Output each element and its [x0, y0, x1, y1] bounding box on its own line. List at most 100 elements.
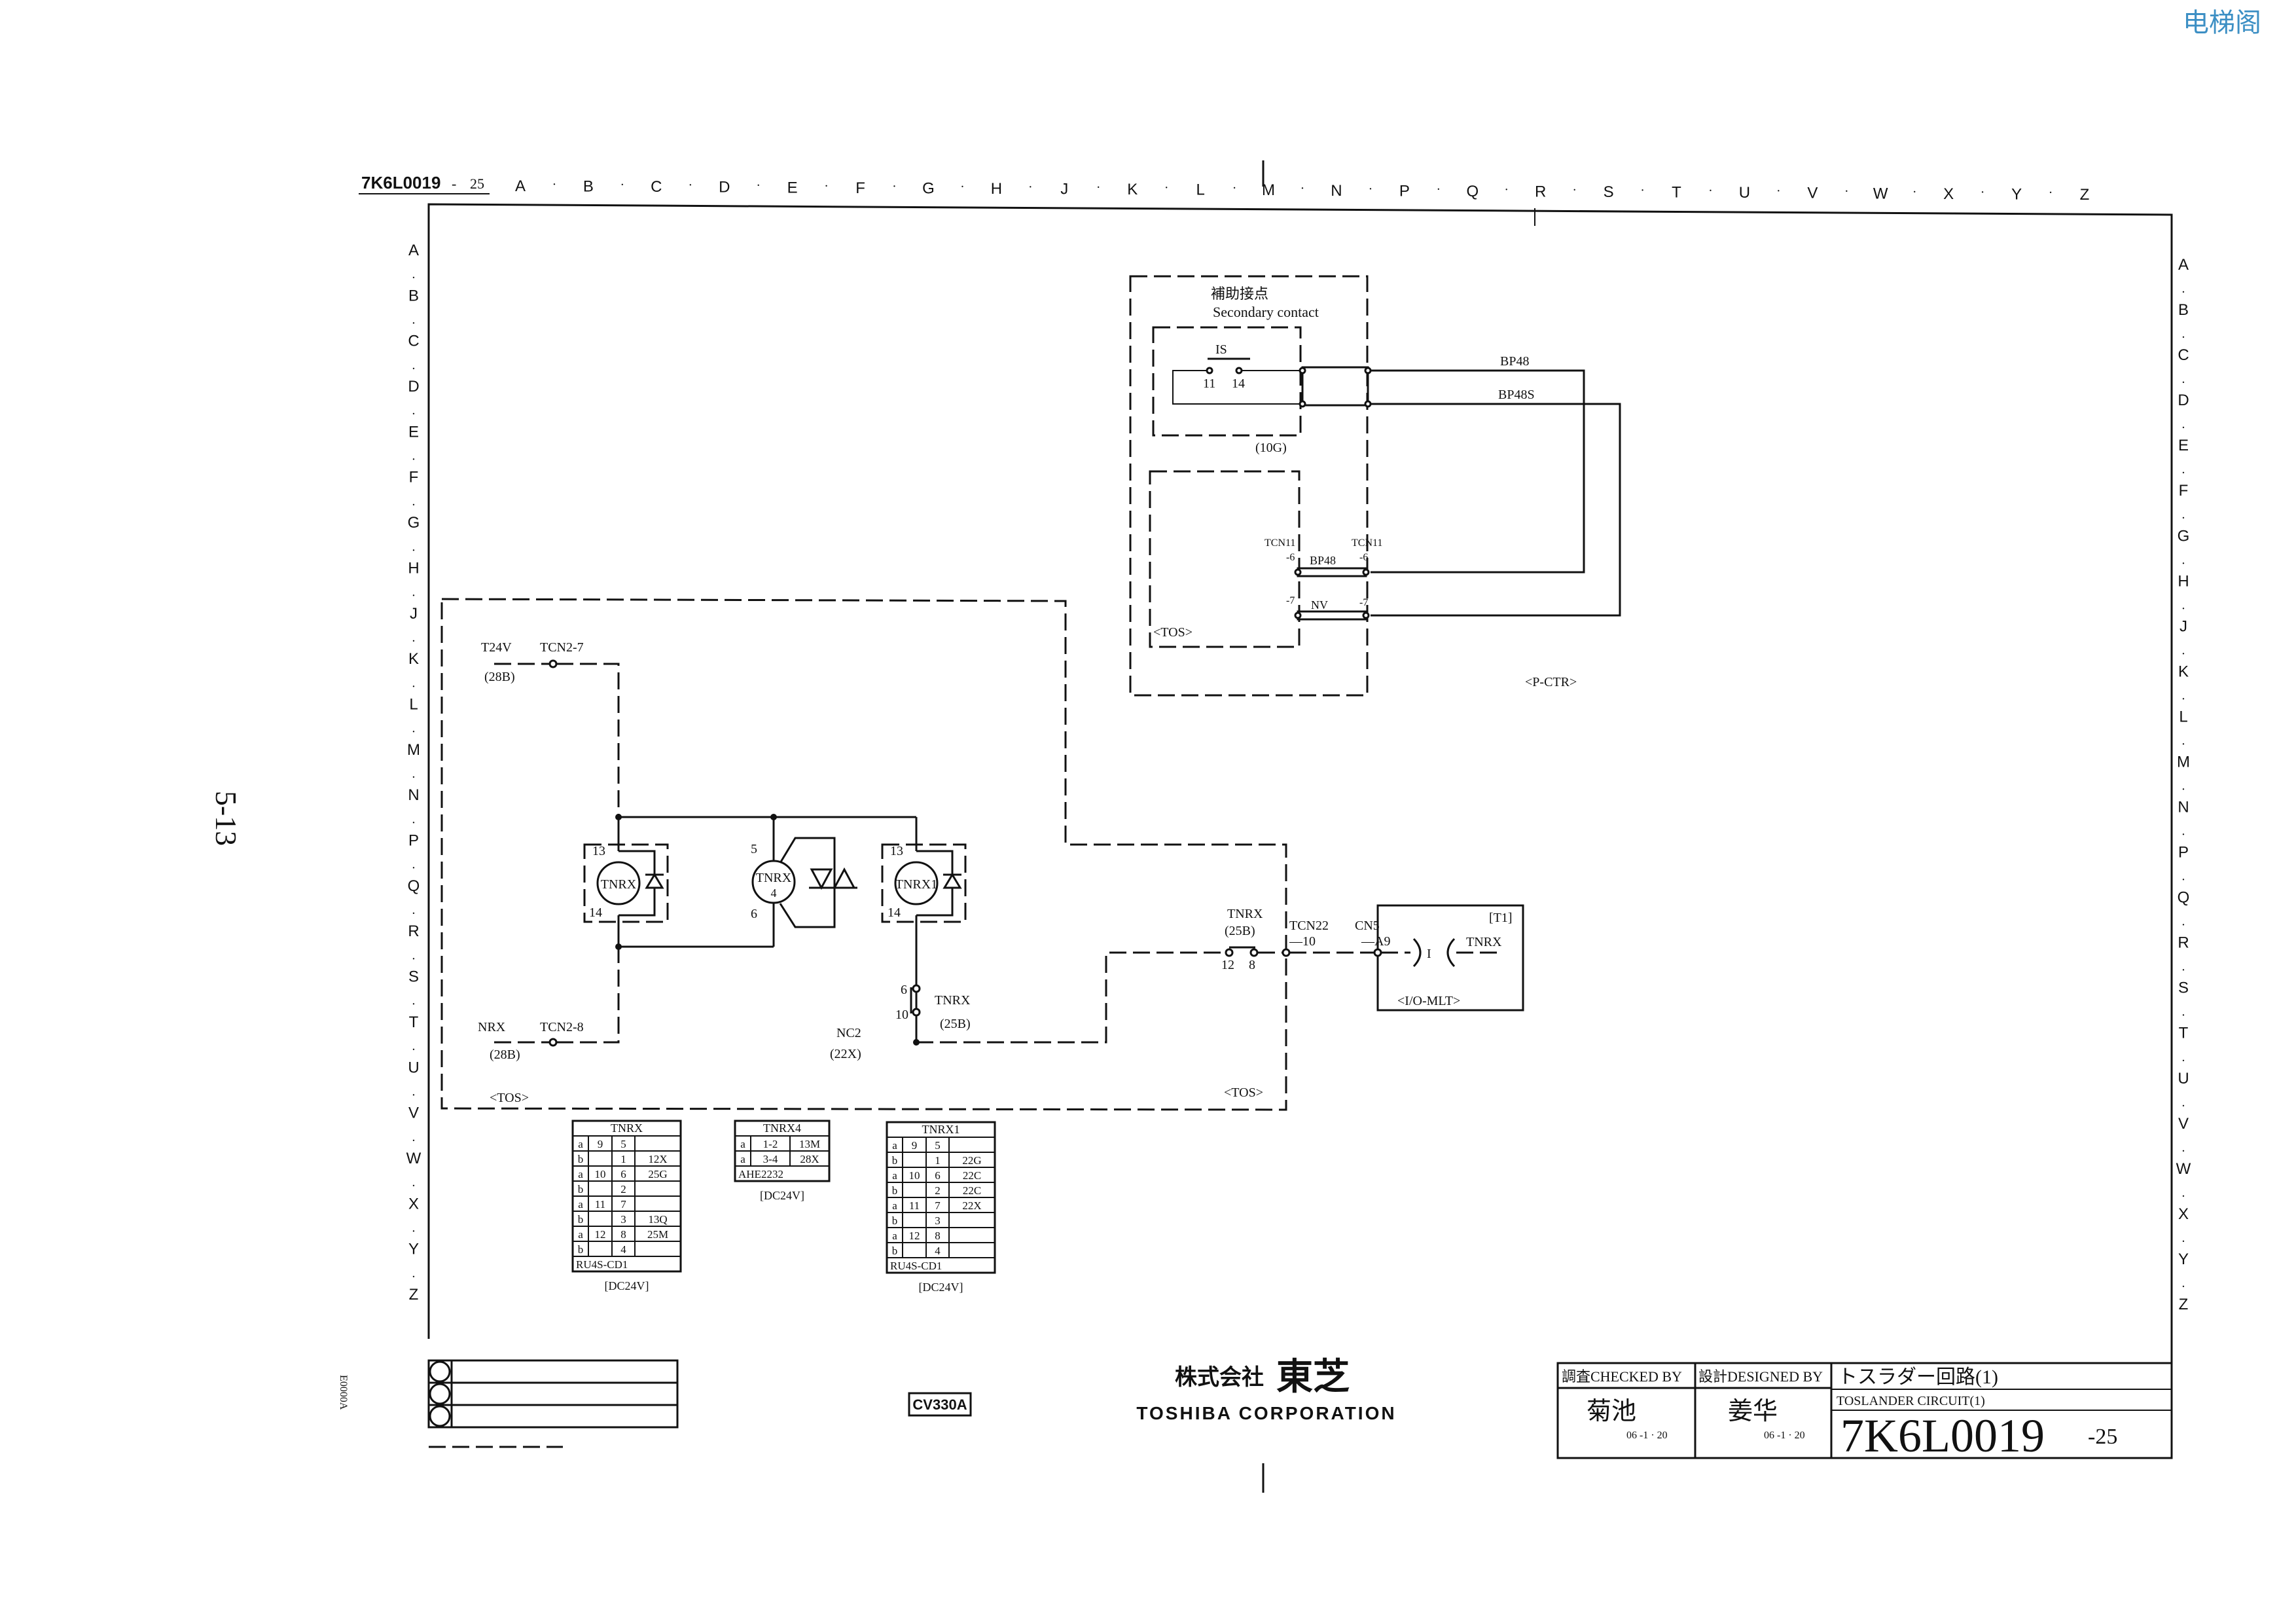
relay3-pin-bottom: 14: [888, 905, 901, 920]
table-cell: 3-4: [763, 1153, 778, 1165]
row-separator: ·: [412, 1224, 416, 1239]
tnrx-pin-8-label: 8: [1249, 958, 1255, 972]
row-letter: N: [408, 786, 419, 804]
column-separator: ·: [960, 179, 965, 194]
row-separator: ·: [2181, 1189, 2186, 1203]
column-letter: K: [1127, 181, 1138, 198]
table-cell: 8: [620, 1228, 626, 1241]
tos-left-tag: <TOS>: [490, 1091, 529, 1105]
column-letter: F: [855, 179, 865, 197]
table-cell: 1: [935, 1154, 941, 1167]
column-separator: ·: [688, 178, 692, 192]
table-cell: 3: [935, 1214, 941, 1227]
column-letter: A: [515, 177, 526, 195]
row-separator: ·: [412, 498, 416, 512]
contact-pin-10-label: 10: [895, 1008, 908, 1022]
row-separator: ·: [2181, 376, 2186, 390]
checked-by-name: 菊池: [1587, 1398, 1636, 1425]
column-letter: S: [1604, 183, 1614, 201]
table-cell: a: [892, 1230, 897, 1242]
contact-pin-6: [912, 984, 921, 993]
drawing-frame: [427, 203, 2173, 1368]
table-cell: 22X: [962, 1199, 981, 1212]
switch-pin-a-label: 11: [1203, 376, 1215, 391]
row-letter: P: [2178, 844, 2189, 862]
table-cell: 9: [598, 1138, 603, 1150]
t24v-drop: [556, 663, 620, 817]
row-separator: ·: [412, 680, 416, 694]
table-voltage: [DC24V]: [605, 1279, 649, 1292]
row-letter: Z: [2179, 1296, 2189, 1313]
table-cell: 7: [620, 1198, 626, 1211]
table-cell: 25G: [648, 1168, 667, 1180]
row-letter: W: [2176, 1160, 2191, 1178]
row-letter: G: [2178, 527, 2190, 545]
table-cell: b: [578, 1213, 584, 1226]
tcn11-left: TCN11: [1265, 538, 1295, 549]
row-letter: N: [2178, 799, 2189, 816]
designed-by-date: 06 -1 · 20: [1764, 1430, 1805, 1441]
title-block: 調査CHECKED BY 菊池 06 -1 · 20 設計DESIGNED BY…: [1556, 1362, 2173, 1462]
relay3-diode-icon: [942, 873, 962, 889]
company-name-en: TOSHIBA CORPORATION: [1136, 1403, 1396, 1423]
pctr-tag: <P-CTR>: [1525, 675, 1577, 689]
table-cell: 25M: [647, 1228, 668, 1241]
secondary-contact-block: 補助接点 Secondary contact IS 11 14 (10G) BP…: [1129, 275, 1621, 697]
wire-bp48s-label: BP48S: [1498, 388, 1535, 402]
cn5-pin-label: —A9: [1361, 934, 1390, 949]
relay2-pin-bottom: 6: [751, 907, 757, 921]
row-separator: ·: [412, 271, 416, 285]
wire-bp48-label: BP48: [1500, 354, 1529, 369]
optocoupler-i: I: [1427, 947, 1431, 961]
column-letter: T: [1672, 184, 1681, 202]
table-model: RU4S-CD1: [890, 1260, 942, 1272]
table-cell: b: [892, 1184, 898, 1197]
company-prefix: 株式会社: [1175, 1365, 1264, 1390]
contact-ref: (25B): [940, 1017, 971, 1031]
relay1-diode-icon: [645, 873, 664, 889]
row-letter: Y: [2178, 1250, 2189, 1268]
revision-box: [427, 1359, 679, 1429]
column-separator: ·: [552, 177, 557, 192]
row-separator: ·: [412, 407, 416, 422]
tnrx-pin-12-label: 12: [1221, 958, 1234, 972]
column-letter: Y: [2011, 185, 2022, 203]
table-cell: a: [740, 1153, 745, 1165]
column-letter: W: [1873, 185, 1888, 202]
contact-pin-10: [912, 1008, 921, 1017]
column-letter: E: [787, 179, 798, 196]
row-separator: ·: [2181, 737, 2186, 752]
table-cell: 5: [935, 1139, 941, 1152]
switch-pin-14: [1235, 367, 1243, 374]
t1-label: [T1]: [1489, 911, 1513, 925]
tcn11-right: TCN11: [1352, 538, 1382, 549]
column-letter: C: [651, 178, 662, 196]
row-separator: ·: [2181, 1008, 2186, 1023]
tcn11-pin6-left: -6: [1286, 552, 1295, 563]
table-voltage: [DC24V]: [760, 1189, 804, 1202]
row-separator: ·: [412, 316, 416, 331]
revision-mark-2: [429, 1383, 451, 1405]
row-letter: X: [408, 1195, 419, 1213]
row-separator: ·: [412, 861, 416, 875]
row-separator: ·: [2181, 421, 2186, 435]
table-cell: 4: [620, 1243, 626, 1256]
revision-mark-3: [429, 1405, 451, 1427]
relay3-pin-top: 13: [890, 844, 903, 858]
relay2-sub: 4: [771, 886, 777, 900]
cn5-pin: [1373, 948, 1382, 957]
tos-circuit: T24V TCN2-7 (28B) TNRX 13 14 TNRX 4 5 6: [440, 598, 1374, 1111]
nc2-ref: (22X): [830, 1047, 861, 1061]
row-separator: ·: [2181, 873, 2186, 887]
table-cell: 6: [935, 1169, 941, 1182]
tcn11-pin7-left: -7: [1286, 595, 1295, 606]
tnrx-pin-8: [1249, 948, 1259, 957]
side-code: E0000A: [338, 1375, 349, 1410]
table-cell: a: [578, 1198, 583, 1211]
row-separator: ·: [2181, 1144, 2186, 1158]
tcn11-6-right-node: [1362, 568, 1370, 576]
relay3-box: [881, 843, 967, 923]
table-cell: a: [740, 1138, 745, 1150]
model-box: [908, 1392, 972, 1417]
